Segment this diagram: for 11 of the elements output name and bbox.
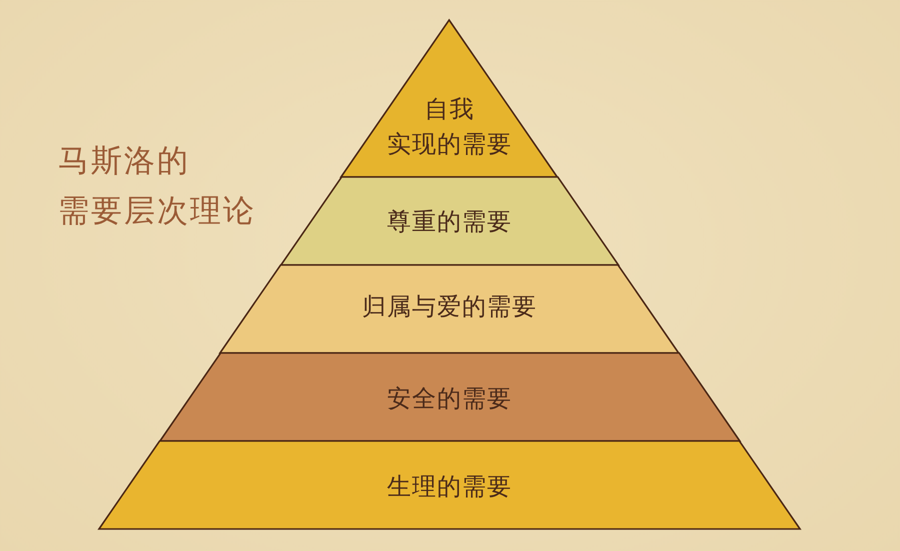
tier-label: 归属与爱的需要 [362, 292, 537, 322]
pyramid-tier [99, 441, 800, 529]
pyramid-tier [341, 20, 558, 177]
pyramid-tier [160, 353, 740, 441]
pyramid-tier [280, 177, 618, 265]
pyramid-tier [220, 265, 679, 353]
tier-label: 生理的需要 [387, 472, 512, 502]
tier-label: 自我实现的需要 [386, 94, 513, 160]
tier-label: 尊重的需要 [386, 206, 512, 238]
diagram-title: 马斯洛的需要层次理论 [58, 142, 257, 231]
tier-label: 安全的需要 [386, 384, 512, 414]
